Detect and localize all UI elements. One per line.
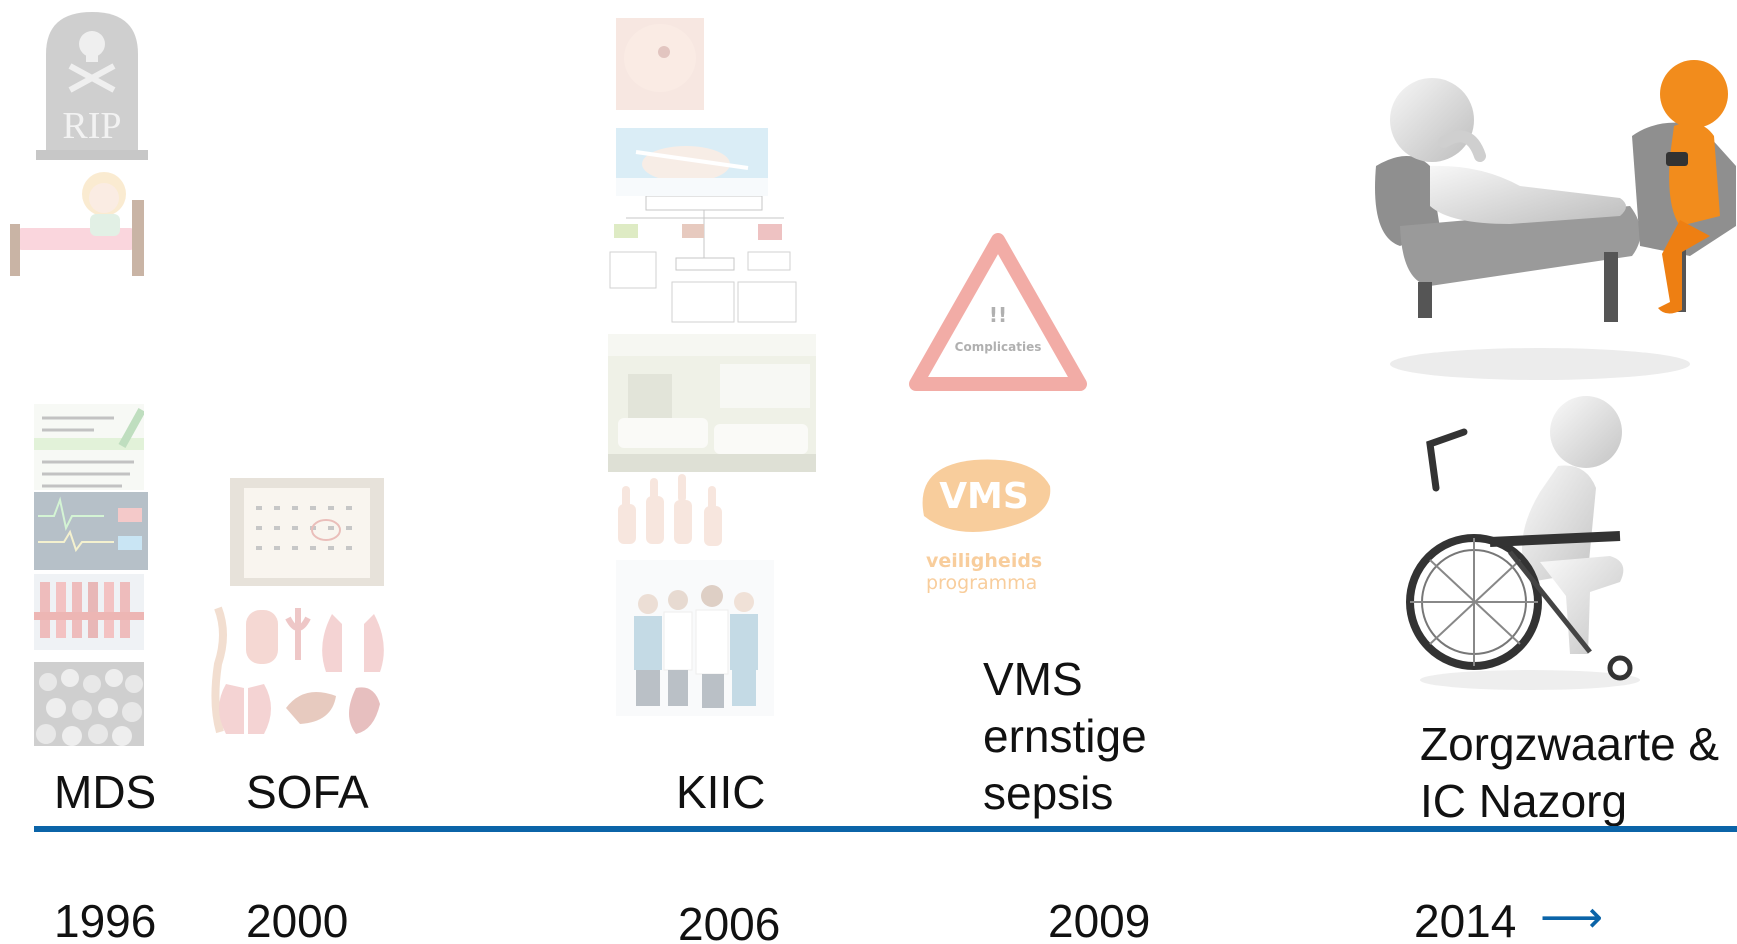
icu-room-image xyxy=(608,334,816,472)
therapy-session-image xyxy=(1375,60,1736,380)
milestone-year-2000: 2000 xyxy=(246,895,349,944)
milestone-year-2009: 2009 xyxy=(1048,895,1151,944)
tombstone-text: RIP xyxy=(62,105,121,147)
milestone-label-sofa: SOFA xyxy=(246,766,369,818)
vms-logo-line1: veiligheids xyxy=(926,550,1043,572)
milestone-year-2014: 2014 xyxy=(1414,895,1517,944)
milestone-label-vms-line2: ernstige xyxy=(983,710,1147,762)
calendar-image xyxy=(230,478,384,586)
tombstone-image: RIP xyxy=(36,12,148,160)
timeline-line xyxy=(34,826,1737,832)
milestone-year-1996: 1996 xyxy=(54,895,157,944)
blood-tubes-image xyxy=(34,574,144,650)
warning-triangle-image: !! Complicaties xyxy=(909,233,1087,391)
abdomen-image xyxy=(616,18,704,110)
milestone-label-nazorg-line1: Zorgzwaarte & xyxy=(1420,718,1720,770)
milestone-label-mds: MDS xyxy=(54,766,157,818)
vms-logo-wordmark: VMS xyxy=(939,476,1029,517)
warning-text: Complicaties xyxy=(955,340,1042,354)
milestone-label-vms-line1: VMS xyxy=(983,653,1083,705)
diagnosis-text-image xyxy=(34,404,144,490)
medical-staff-image xyxy=(616,560,774,716)
vms-logo-line2: programma xyxy=(926,572,1038,594)
crowd-image xyxy=(34,662,144,746)
thumbs-up-image xyxy=(618,474,722,546)
milestone-label-nazorg-line2: IC Nazorg xyxy=(1420,775,1628,827)
vital-monitor-image xyxy=(34,492,148,570)
hyperglycemia-diagram-image xyxy=(609,196,797,323)
warning-mark: !! xyxy=(989,303,1007,327)
patient-in-bed-image xyxy=(10,172,144,276)
vms-logo-shape: VMS xyxy=(922,459,1051,532)
future-arrow-icon: ⟶ xyxy=(1540,892,1604,943)
milestone-label-kiic: KIIC xyxy=(676,766,766,818)
wheelchair-figure-image xyxy=(1406,396,1640,690)
milestone-label-vms-line3: sepsis xyxy=(983,767,1114,819)
patient-ventilator-image xyxy=(616,128,768,196)
milestone-year-2006: 2006 xyxy=(678,898,781,944)
organs-image xyxy=(211,606,384,734)
